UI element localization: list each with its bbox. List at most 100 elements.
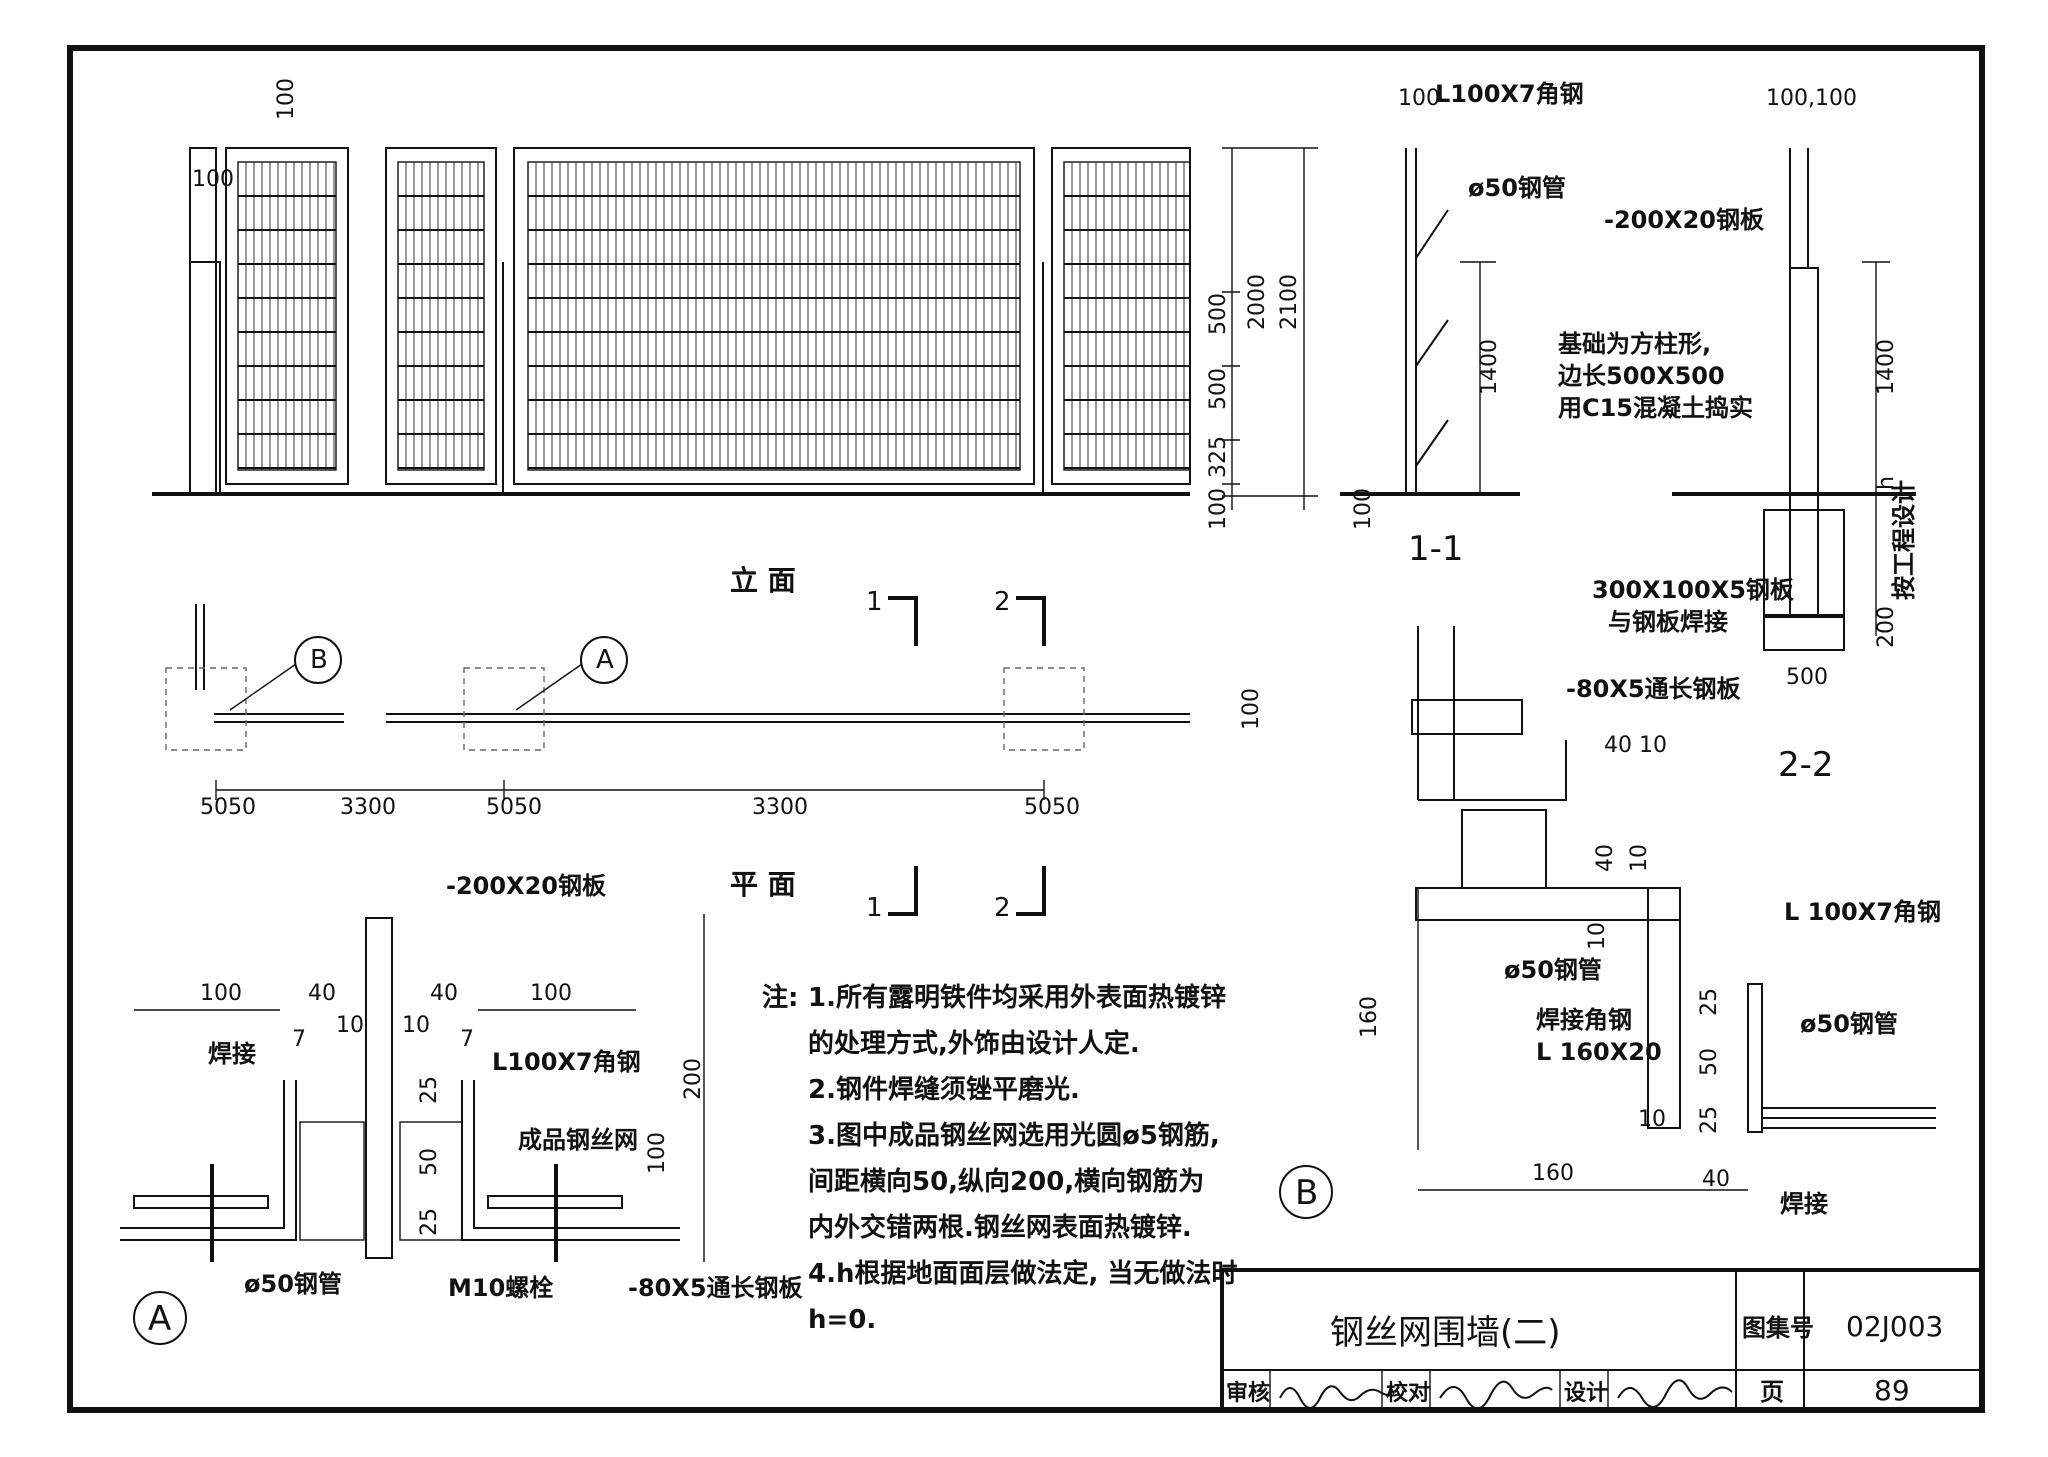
dim-5050-a: 5050 — [200, 795, 256, 820]
dim-100-A1: 100 — [200, 981, 242, 1006]
signature-review — [1279, 1385, 1401, 1409]
note-3c: 内外交错两根.钢丝网表面热镀锌. — [808, 1212, 1192, 1243]
dim-200-sec2: 200 — [1874, 606, 1899, 648]
label-angle-sec1: L100X7角钢 — [1435, 80, 1584, 108]
review-label: 审核 — [1226, 1380, 1270, 1406]
dim-10-A1: 10 — [336, 1013, 364, 1038]
dim-40-A2: 40 — [430, 981, 458, 1006]
note-3a: 3.图中成品钢丝网选用光圆ø5钢筋, — [808, 1120, 1220, 1151]
dim-10-B2: 10 — [1585, 922, 1610, 950]
atlas-number: 02J003 — [1846, 1310, 1943, 1343]
elevation-view — [152, 147, 1191, 496]
sheet-frame — [67, 45, 1985, 1413]
dim-3300-b: 3300 — [752, 795, 808, 820]
plan-view — [165, 596, 1190, 916]
elevation-dimensions — [1222, 147, 1318, 510]
dim-1400-sec2: 1400 — [1874, 339, 1899, 395]
page-label: 页 — [1760, 1378, 1784, 1406]
dim-325: 325 — [1206, 436, 1231, 478]
design-label: 设计 — [1564, 1381, 1608, 1406]
detail-A-label: A — [148, 1299, 171, 1339]
label-plate-300-b: 与钢板焊接 — [1608, 608, 1728, 636]
drawing-title: 钢丝网围墙(二) — [1330, 1313, 1561, 1353]
dim-100-sec1: 100 — [1398, 86, 1440, 111]
plan-title: 平 面 — [730, 868, 796, 901]
dim-100-top: 100 — [274, 78, 299, 120]
section-2-2-label: 2-2 — [1778, 745, 1834, 785]
dim-10-B3: 10 — [1638, 1107, 1666, 1132]
dim-40-B: 40 — [1593, 844, 1618, 872]
label-plate-300-a: 300X100X5钢板 — [1592, 576, 1795, 604]
elevation-title: 立 面 — [730, 564, 796, 597]
foundation-note-2: 边长500X500 — [1558, 362, 1725, 390]
dim-500b: 500 — [1206, 368, 1231, 410]
label-bolt-A: M10螺栓 — [448, 1274, 553, 1302]
note-3b: 间距横向50,纵向200,横向钢筋为 — [808, 1166, 1204, 1197]
dim-100-bottom: 100 — [1206, 488, 1231, 530]
dim-50-B: 50 — [1697, 1048, 1722, 1076]
dim-2100: 2100 — [1277, 274, 1302, 330]
dim-25-A2: 25 — [417, 1208, 442, 1236]
callout-A: A — [596, 645, 614, 675]
foundation-note-1: 基础为方柱形, — [1558, 330, 1711, 358]
label-plate-200-A: -200X20钢板 — [446, 872, 607, 900]
dim-100-100: 100,100 — [1766, 86, 1857, 111]
title-block — [1220, 1268, 1984, 1412]
signature-check — [1439, 1380, 1553, 1410]
dim-25-A1: 25 — [417, 1076, 442, 1104]
section-mark-2-top: 2 — [994, 587, 1011, 617]
dim-25-B2: 25 — [1697, 1106, 1722, 1134]
dim-100-plan: 100 — [1239, 688, 1264, 730]
dim-7-A2: 7 — [460, 1027, 474, 1052]
label-weld-angle-1: 焊接角钢 — [1536, 1006, 1632, 1034]
dim-5050-c: 5050 — [1024, 795, 1080, 820]
dim-5050-b: 5050 — [486, 795, 542, 820]
detail-A — [120, 914, 705, 1345]
label-mesh-A: 成品钢丝网 — [518, 1126, 638, 1154]
dim-2000: 2000 — [1245, 274, 1270, 330]
label-pipe-B2: ø50钢管 — [1800, 1010, 1898, 1038]
note-4a: 4.h根据地面面层做法定, 当无做法时 — [808, 1258, 1237, 1289]
dim-40-A1: 40 — [308, 981, 336, 1006]
label-angle-B: L 100X7角钢 — [1784, 898, 1941, 926]
dim-100-A2: 100 — [530, 981, 572, 1006]
dim-50-A: 50 — [417, 1148, 442, 1176]
section-mark-1-bottom: 1 — [866, 893, 883, 923]
section-1-1-label: 1-1 — [1408, 529, 1464, 569]
label-by-project: 按工程设计 — [1890, 480, 1918, 600]
atlas-label: 图集号 — [1742, 1314, 1814, 1342]
note-1a: 1.所有露明铁件均采用外表面热镀锌 — [808, 982, 1226, 1013]
dim-7-A1: 7 — [292, 1027, 306, 1052]
label-strip-80-A: -80X5通长钢板 — [628, 1274, 804, 1302]
note-2: 2.钢件焊缝须锉平磨光. — [808, 1074, 1080, 1105]
section-2-2 — [1672, 148, 1916, 651]
label-angle-A: L100X7角钢 — [492, 1048, 641, 1076]
callout-B: B — [310, 645, 328, 675]
dim-100-post: 100 — [192, 167, 234, 192]
detail-B — [1279, 626, 1936, 1219]
dim-40-10-B: 40 10 — [1604, 733, 1667, 758]
dim-200-A: 200 — [681, 1058, 706, 1100]
signature-design — [1617, 1379, 1733, 1408]
dim-160-B-h: 160 — [1532, 1161, 1574, 1186]
label-pipe-sec1: ø50钢管 — [1468, 174, 1566, 202]
section-mark-1-top: 1 — [866, 587, 883, 617]
dim-1400-sec1: 1400 — [1477, 339, 1502, 395]
page-number: 89 — [1874, 1374, 1910, 1407]
dim-h: h — [1874, 476, 1899, 490]
dim-10-A2: 10 — [402, 1013, 430, 1038]
note-4b: h=0. — [808, 1305, 876, 1335]
section-1-1 — [1340, 148, 1520, 496]
dim-160-B-v: 160 — [1357, 996, 1382, 1038]
label-pipe-A: ø50钢管 — [244, 1270, 342, 1298]
dim-500a: 500 — [1206, 293, 1231, 335]
dim-10-B: 10 — [1627, 844, 1652, 872]
dim-100-A3: 100 — [645, 1132, 670, 1174]
foundation-note-3: 用C15混凝土捣实 — [1558, 394, 1753, 422]
label-plate-200-sec2: -200X20钢板 — [1604, 206, 1765, 234]
label-weld-angle-2: L 160X20 — [1536, 1038, 1662, 1066]
label-pipe-B: ø50钢管 — [1504, 956, 1602, 984]
section-mark-2-bottom: 2 — [994, 893, 1011, 923]
